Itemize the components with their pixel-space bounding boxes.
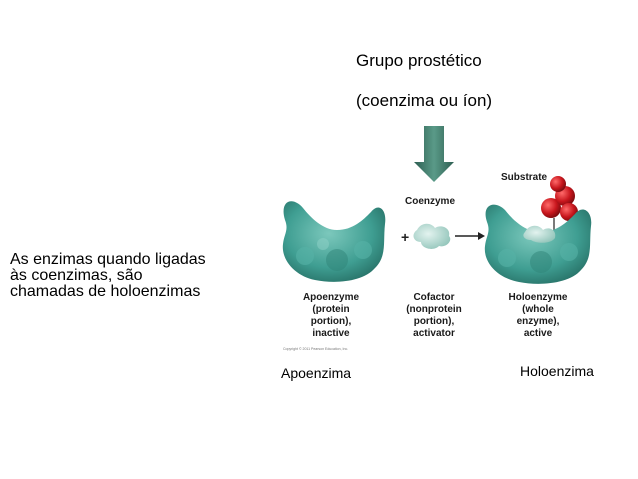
reaction-arrow-icon <box>455 232 485 240</box>
holoenzyme-shape <box>484 204 592 284</box>
down-arrow-icon <box>414 126 454 182</box>
holoenzyme-label-line: enzyme), <box>516 316 560 327</box>
holoenzima-caption: Holoenzima <box>520 363 594 379</box>
holoenzyme-label-line: Holoenzyme <box>508 292 568 303</box>
copyright-text: Copyright © 2011 Pearson Education, Inc. <box>283 347 349 351</box>
explanation-line-3: chamadas de holoenzimas <box>10 283 201 300</box>
holoenzyme-label: Holoenzyme (whole enzyme), active <box>490 292 586 340</box>
apoenzyme-label-line: inactive <box>312 328 350 339</box>
cofactor-label-line: activator <box>413 328 455 339</box>
prosthetic-group-subtitle: (coenzima ou íon) <box>356 91 493 110</box>
explanation-line-1: As enzimas quando ligadas <box>10 251 206 268</box>
apoenzyme-shape <box>282 201 386 282</box>
enzyme-figure: + Coenzyme Substrate <box>282 172 592 284</box>
apoenzyme-label: Apoenzyme (protein portion), inactive <box>285 292 377 340</box>
substrate-shape <box>541 176 578 221</box>
prosthetic-group-title: Grupo prostético <box>356 51 482 70</box>
explanation-text: As enzimas quando ligadas às coenzimas, … <box>10 252 206 300</box>
cofactor-label-line: portion), <box>413 316 455 327</box>
cofactor-label-line: Cofactor <box>413 292 455 303</box>
apoenzyme-label-line: Apoenzyme <box>302 292 360 303</box>
coenzyme-shape <box>413 223 451 249</box>
cofactor-label: Cofactor (nonprotein portion), activator <box>392 292 476 340</box>
explanation-line-2: às coenzimas, são <box>10 267 143 284</box>
cofactor-label-line: (nonprotein <box>406 304 462 315</box>
holoenzyme-label-line: (whole <box>522 304 554 315</box>
substrate-label: Substrate <box>501 172 548 183</box>
plus-sign: + <box>401 229 409 245</box>
holoenzyme-label-line: active <box>523 328 553 339</box>
apoenzima-caption: Apoenzima <box>281 365 352 381</box>
apoenzyme-label-line: portion), <box>310 316 352 327</box>
apoenzyme-label-line: (protein <box>312 304 350 315</box>
coenzyme-label: Coenzyme <box>405 196 455 207</box>
